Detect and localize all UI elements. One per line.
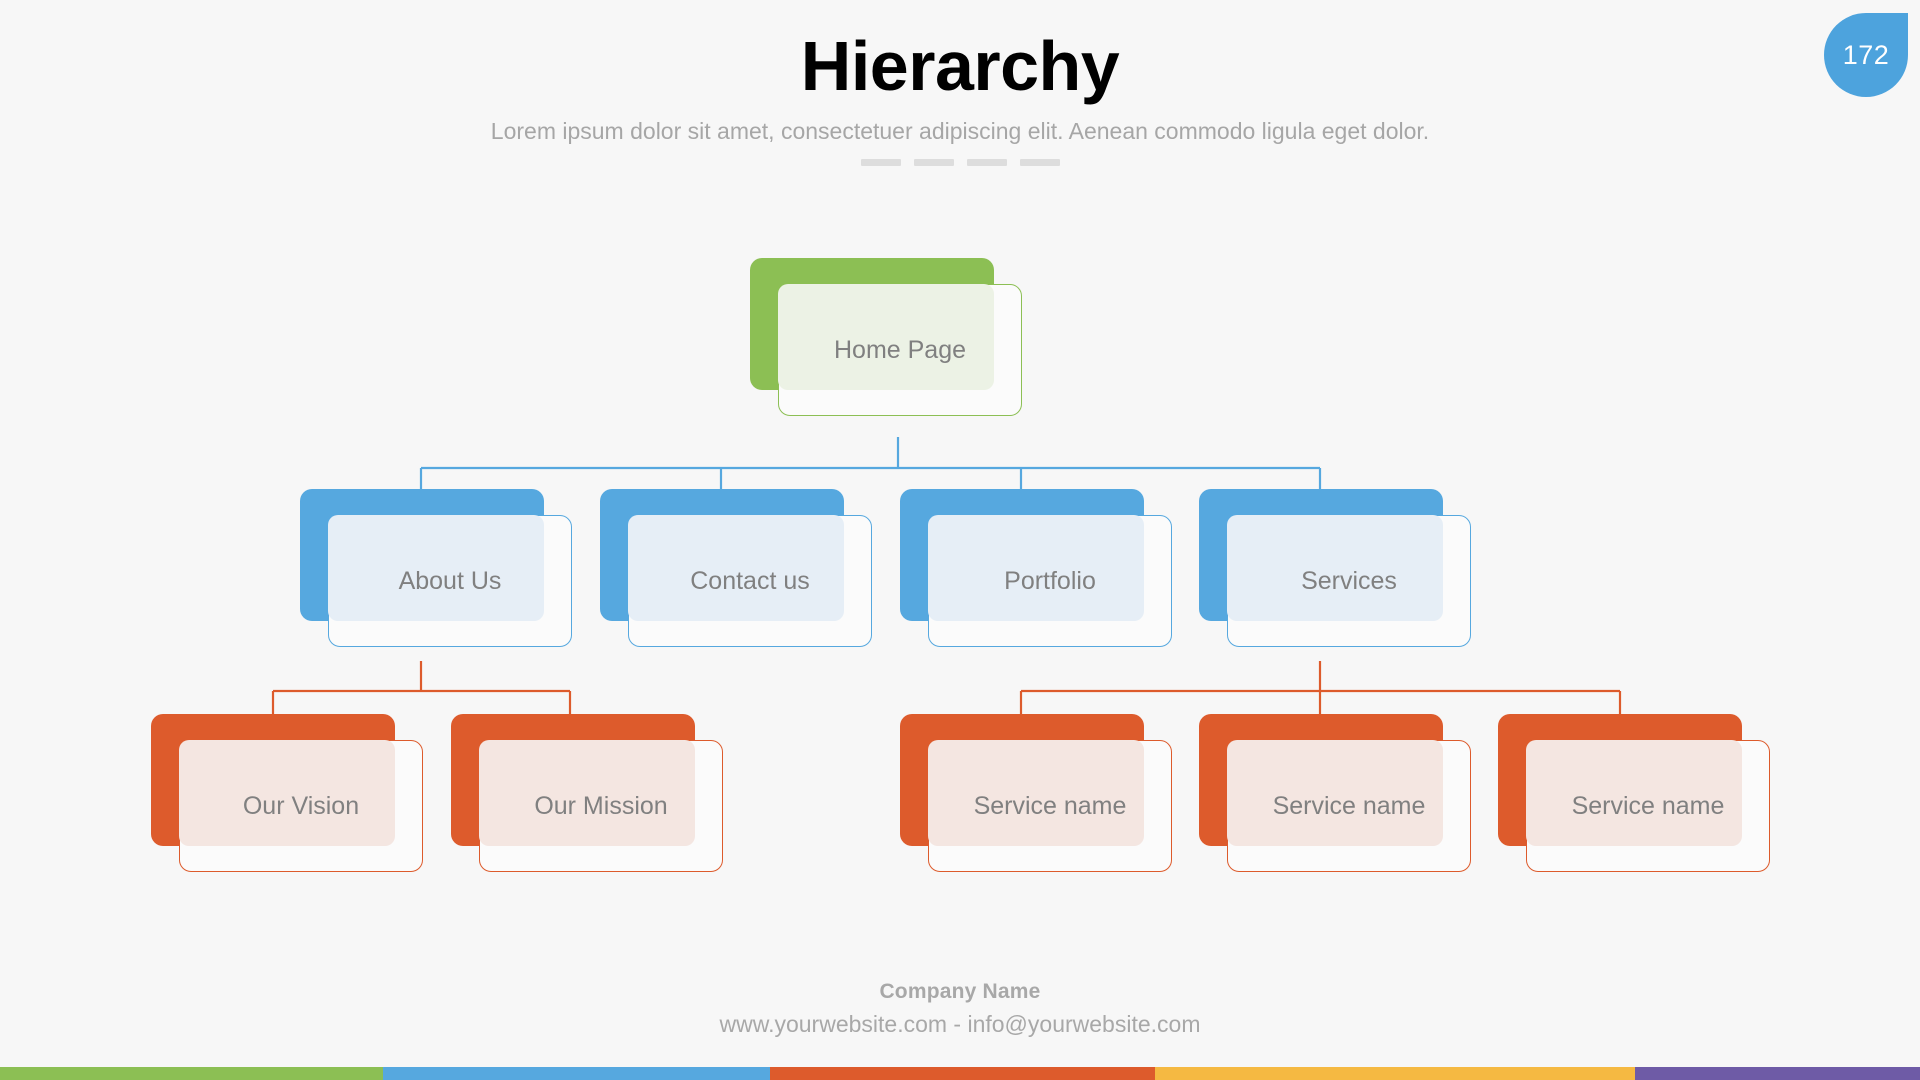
node-fill-card (928, 515, 1144, 621)
node-label: Our Vision (242, 791, 360, 820)
footer-company-name: Company Name (879, 980, 1041, 1003)
node-fill-card (928, 740, 1144, 846)
node-our-mission[interactable]: Our Mission (451, 714, 723, 872)
colorbar-segment-yellow (1155, 1067, 1635, 1080)
dash-icon (860, 158, 901, 166)
node-label: Service name (1272, 791, 1426, 820)
dash-icon (913, 158, 954, 166)
page-title: Hierarchy (800, 27, 1120, 105)
node-service-2[interactable]: Service name (1199, 714, 1471, 872)
node-label: Service name (1571, 791, 1725, 820)
node-label: Our Mission (534, 791, 668, 820)
node-fill-card (1526, 740, 1742, 846)
colorbar-segment-purple (1635, 1067, 1920, 1080)
slide-number-badge: 172 (1824, 13, 1908, 97)
dash-icon (1019, 158, 1060, 166)
decorative-dashes (0, 145, 1920, 166)
node-services[interactable]: Services (1199, 489, 1471, 647)
node-portfolio[interactable]: Portfolio (900, 489, 1172, 647)
node-our-vision[interactable]: Our Vision (151, 714, 423, 872)
footer-contact-info: www.yourwebsite.com - info@yourwebsite.c… (719, 1011, 1201, 1037)
node-fill-card (479, 740, 695, 846)
node-home-page[interactable]: Home Page (750, 258, 1022, 416)
node-label: Service name (973, 791, 1127, 820)
colorbar-segment-green (0, 1067, 383, 1080)
dash-icon (966, 158, 1007, 166)
slide-number-value: 172 (1842, 39, 1890, 70)
node-fill-card (628, 515, 844, 621)
node-label: Contact us (690, 566, 810, 595)
node-fill-card (1227, 740, 1443, 846)
colorbar-segment-orange (770, 1067, 1155, 1080)
node-fill-card (1227, 515, 1443, 621)
slide-header: Hierarchy Lorem ipsum dolor sit amet, co… (0, 0, 1920, 166)
node-fill-card (778, 284, 994, 390)
bottom-color-bar (0, 1067, 1920, 1080)
node-service-3[interactable]: Service name (1498, 714, 1770, 872)
node-fill-card (179, 740, 395, 846)
node-label: Portfolio (1004, 566, 1096, 595)
node-about-us[interactable]: About Us (300, 489, 572, 647)
node-label: Services (1301, 566, 1397, 595)
node-fill-card (328, 515, 544, 621)
node-contact-us[interactable]: Contact us (600, 489, 872, 647)
node-label: About Us (398, 566, 502, 595)
slide-footer: Company Name www.yourwebsite.com - info@… (0, 980, 1920, 1038)
node-service-1[interactable]: Service name (900, 714, 1172, 872)
node-label: Home Page (833, 335, 967, 364)
colorbar-segment-blue (383, 1067, 770, 1080)
page-subtitle: Lorem ipsum dolor sit amet, consectetuer… (490, 117, 1430, 144)
